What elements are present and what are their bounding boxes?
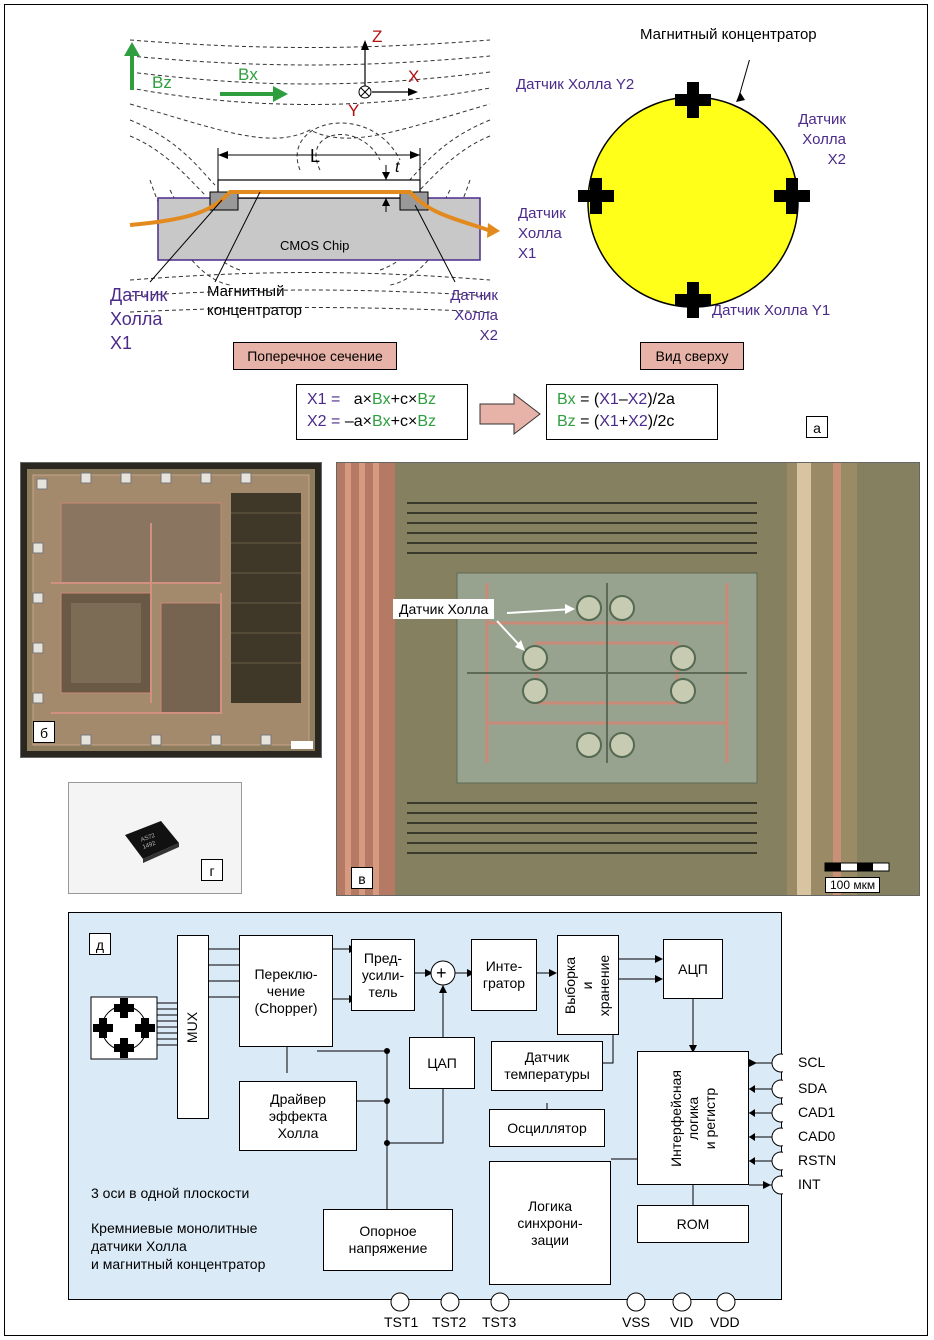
timing-logic-block: Логика синхрони- зации (489, 1161, 611, 1285)
integrator-block: Инте- гратор (471, 939, 537, 1011)
reference-voltage-block: Опорное напряжение (323, 1209, 453, 1271)
die-photo-illustration (27, 469, 315, 751)
pin-tst3: TST3 (482, 1314, 517, 1330)
top-view-hall-y2: Датчик Холла Y2 (516, 76, 635, 93)
z-label: Z (372, 27, 382, 46)
y-label: Y (348, 101, 359, 120)
concentrator-layer (217, 179, 421, 199)
hall-pointer-1 (506, 608, 574, 614)
top-view-hall-x2: Датчик Холла X2 (798, 111, 846, 168)
hall-y2-marker (675, 82, 711, 118)
pointer-x2 (414, 204, 456, 283)
panel-g-package-photo: AS72 1492 г (68, 782, 242, 894)
top-view-diagram (578, 60, 810, 318)
pin-sda: SDA (798, 1080, 827, 1096)
pin-int: INT (798, 1176, 821, 1192)
concentrator-label: Магнитный концентратор (207, 283, 303, 319)
hall-x2-marker (774, 178, 810, 214)
panel-a-tag: а (806, 416, 828, 438)
micrograph-illustration (337, 463, 919, 895)
interface-block: Интерфейсная логика и регистр (637, 1051, 749, 1185)
rom-block: ROM (637, 1205, 749, 1243)
equation-x1: X1 = a×Bx+c×Bz (307, 391, 436, 408)
package-marking-line2: 1492 (142, 841, 157, 851)
hall-sensor-x2-cell (399, 191, 429, 211)
hall-x1-label: Датчик Холла X1 (110, 285, 168, 353)
panel-b-die-photo: б (20, 462, 322, 758)
panel-b-tag: б (33, 721, 55, 743)
preamp-block: Пред- усили- тель (351, 939, 415, 1011)
thickness-label: t (395, 159, 400, 176)
adder-node (430, 960, 456, 986)
cross-section-diagram: CMOS Chip L t Bz Bx (124, 27, 500, 313)
mux-block: MUX (177, 935, 209, 1119)
equation-bx: Bx = (X1–X2)/2a (557, 391, 675, 408)
cross-section-caption: Поперечное сечение (233, 342, 397, 370)
pin-tst1: TST1 (384, 1314, 419, 1330)
field-lines (129, 39, 491, 313)
package-marking-line1: AS72 (140, 833, 156, 844)
chopper-block: Переклю- чение (Chopper) (239, 935, 333, 1047)
dac-block: ЦАП (409, 1037, 475, 1089)
hall-x2-label: Датчик Холла X2 (450, 287, 498, 344)
top-view-concentrator-label: Магнитный концентратор (640, 26, 817, 43)
equation-bz: Bz = (X1+X2)/2c (557, 413, 675, 430)
pin-vid: VID (670, 1314, 694, 1330)
pin-cad1: CAD1 (798, 1104, 836, 1120)
panel-v-tag: в (351, 867, 373, 889)
equation-x2: X2 = –a×Bx+c×Bz (307, 413, 436, 430)
length-label: L (310, 146, 320, 166)
pointer-concentrator (214, 191, 261, 283)
hall-driver-block: Драйвер эффекта Холла (239, 1081, 357, 1151)
block-diagram-wires: + (90, 945, 783, 1209)
pin-vdd: VDD (710, 1314, 740, 1330)
pin-scl: SCL (798, 1054, 826, 1070)
top-view-caption: Вид сверху (640, 342, 744, 370)
x-label: X (408, 67, 419, 86)
note-sensors: Кремниевые монолитные датчики Холла и ма… (91, 1220, 266, 1272)
pin-vss: VSS (622, 1314, 651, 1330)
bx-label: Bx (238, 65, 258, 84)
equations-left: X1 = a×Bx+c×Bz X2 = –a×Bx+c×Bz (296, 384, 468, 440)
flux-path (129, 190, 489, 232)
pin-tst2: TST2 (432, 1314, 467, 1330)
pin-cad0: CAD0 (798, 1128, 836, 1144)
hall-x1-marker (578, 178, 614, 214)
bz-label: Bz (152, 73, 172, 92)
hall-y1-marker (675, 282, 711, 318)
package-illustration: AS72 1492 (125, 821, 179, 863)
concentrator-disk (587, 96, 799, 308)
micrograph-scale-label: 100 мкм (825, 877, 881, 893)
equations-right: Bx = (X1–X2)/2a Bz = (X1+X2)/2c (546, 384, 718, 440)
temp-sensor-block: Датчик температуры (491, 1041, 603, 1091)
hall-sensor-crosses (578, 82, 810, 318)
equations-arrow (479, 392, 541, 436)
adc-block: АЦП (663, 939, 723, 999)
figure-frame (4, 4, 928, 1336)
panel-d-block-diagram: + д MUX Переклю- чение (Chopper) Пред- у… (68, 912, 783, 1300)
bottom-pin-circles (390, 1292, 736, 1312)
note-three-axes: 3 оси в одной плоскости (91, 1185, 250, 1201)
adder-symbol: + (436, 963, 447, 983)
panel-v-micrograph: Датчик Холла 100 мкм в (336, 462, 920, 896)
sample-hold-block: Выборка и хранение (557, 935, 619, 1035)
oscillator-block: Осциллятор (489, 1109, 605, 1147)
flux-arrowhead (487, 223, 500, 238)
cmos-chip-label: CMOS Chip (280, 238, 349, 253)
top-view-hall-x1: Датчик Холла X1 (518, 205, 566, 262)
pointer-x1 (149, 199, 223, 283)
panel-d-tag: д (89, 933, 111, 955)
micrograph-hall-label: Датчик Холла (393, 599, 495, 619)
panel-g-tag: г (201, 859, 223, 881)
pin-rstn: RSTN (798, 1152, 837, 1168)
top-view-hall-y1: Датчик Холла Y1 (712, 302, 831, 319)
